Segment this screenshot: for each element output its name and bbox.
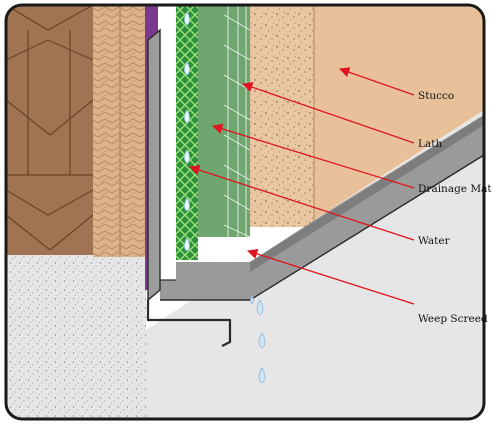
label-weep-screed: Weep Screed xyxy=(418,313,488,325)
callout-arrows xyxy=(189,67,415,305)
arrow-icon xyxy=(189,164,415,241)
arrow-icon xyxy=(339,67,415,96)
water-drop-icon xyxy=(184,197,190,212)
water-drop-icon xyxy=(258,367,266,384)
stucco-base-coat xyxy=(250,5,314,227)
sheathing xyxy=(93,5,145,257)
stucco-finish-coat xyxy=(314,5,484,220)
water-drop-icon xyxy=(258,332,266,349)
water-drop-icon xyxy=(184,237,190,252)
stud-framing xyxy=(6,5,94,255)
wall-section xyxy=(6,5,484,419)
weep-screed xyxy=(146,28,484,347)
water-drop-icon xyxy=(250,295,254,305)
water-drop-icon xyxy=(184,109,190,124)
water-drip xyxy=(250,295,266,384)
water-drops-in-mat xyxy=(184,11,190,252)
water-drop-icon xyxy=(184,11,190,26)
label-lath: Lath xyxy=(418,138,442,150)
label-drainage-mat: Drainage Mat xyxy=(418,183,492,195)
arrow-icon xyxy=(212,123,415,189)
water-drop-icon xyxy=(184,149,190,164)
lath-board xyxy=(198,5,250,237)
lath-wire xyxy=(223,5,251,238)
arrow-icon xyxy=(247,248,415,305)
label-stucco: Stucco xyxy=(418,90,454,102)
diagram-frame xyxy=(4,3,486,421)
label-water: Water xyxy=(418,235,451,247)
water-drop-icon xyxy=(256,299,264,316)
arrow-icon xyxy=(242,82,415,144)
drainage-mat xyxy=(176,5,198,260)
foundation xyxy=(6,255,146,419)
water-drop-icon xyxy=(184,61,190,76)
